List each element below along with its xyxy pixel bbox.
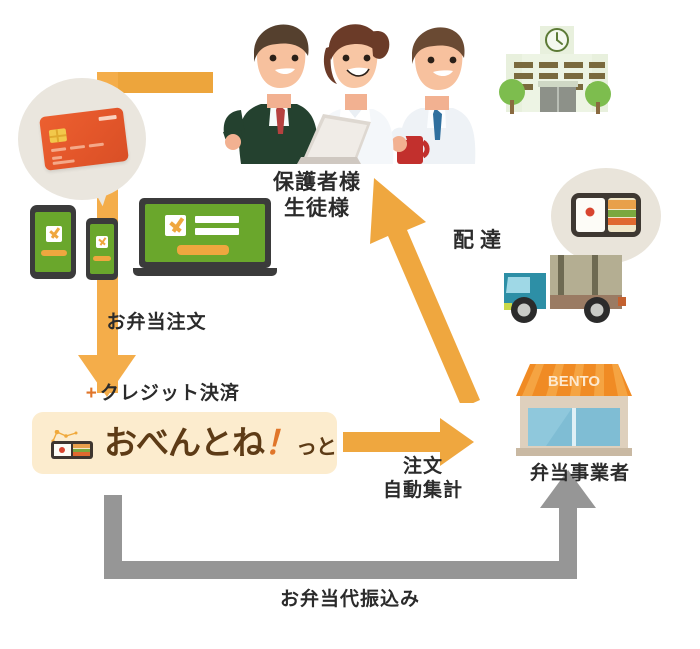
service-logo: おべんとね！っと xyxy=(32,412,337,474)
logo-suffix: っと xyxy=(296,436,337,459)
bento-speech-bubble xyxy=(551,168,661,280)
phone-screen xyxy=(90,224,114,274)
person-man-suit xyxy=(223,24,318,164)
label-order-auto-aggregation: 注文 自動集計 xyxy=(382,456,463,501)
label-payment-transfer: お弁当代振込み xyxy=(279,589,420,610)
order-flow-arrow-head xyxy=(78,355,136,397)
logo-wordmark: おべんとね！っと xyxy=(104,420,337,466)
tablet-screen xyxy=(35,212,71,272)
laptop-device-icon xyxy=(133,198,277,282)
delivery-arrow-icon xyxy=(370,178,480,403)
bento-side-dish-section xyxy=(607,198,636,232)
logo-main-text: おべんとね xyxy=(104,424,265,461)
delivery-truck-icon xyxy=(504,255,626,323)
label-bento-vendor: 弁当事業者 xyxy=(529,463,630,484)
logo-exclamation: ！ xyxy=(264,424,297,461)
bento-shop-icon: BENTO xyxy=(516,364,632,456)
payment-path-left-segment xyxy=(104,495,122,579)
label-parent-student: 保護者様 生徒様 xyxy=(273,171,361,221)
credit-card-speech-bubble xyxy=(18,78,146,209)
order-aggregation-arrow-head xyxy=(440,418,474,466)
tablet-device-icon xyxy=(30,205,76,279)
laptop-screen xyxy=(145,204,265,262)
payment-path-right-segment xyxy=(559,505,577,579)
order-aggregation-arrow-shaft xyxy=(343,432,458,452)
laptop-lid xyxy=(139,198,271,268)
payment-path-bottom-segment xyxy=(104,561,577,579)
logo-bento-box-icon xyxy=(51,430,93,459)
tree-left xyxy=(499,79,525,114)
bento-box-icon xyxy=(571,193,641,237)
order-flow-top-segment xyxy=(97,72,213,93)
label-order-line2: クレジット決済 xyxy=(99,383,240,404)
parents-students-illustration xyxy=(223,24,476,164)
speech-bubble-tail xyxy=(87,173,119,209)
label-plus-sign: + xyxy=(85,383,98,404)
bento-rice-section xyxy=(576,198,605,232)
card-brand-mark xyxy=(98,114,117,122)
credit-card-icon xyxy=(39,107,129,171)
school-building-icon xyxy=(499,26,611,114)
smartphone-device-icon xyxy=(86,218,118,280)
shop-sign-text: BENTO xyxy=(548,373,601,390)
card-chip-icon xyxy=(48,128,68,144)
clock-icon xyxy=(556,32,563,45)
label-delivery: 配達 xyxy=(453,229,507,252)
person-man-shirt xyxy=(390,27,476,164)
laptop-base xyxy=(133,268,277,276)
label-order-line1: お弁当注文 xyxy=(106,311,207,333)
tree-right xyxy=(585,81,611,114)
label-order-credit-payment: お弁当注文 +クレジット決済 xyxy=(36,287,252,477)
person-woman xyxy=(297,24,394,164)
payment-path-arrow-head xyxy=(540,470,596,508)
